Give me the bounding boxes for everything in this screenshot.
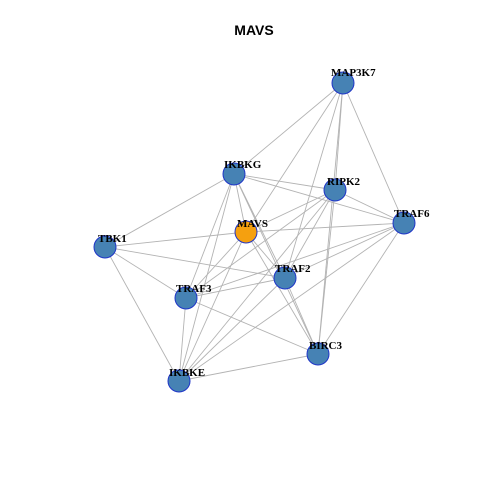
- node-circle-traf2: [273, 266, 297, 290]
- node-circle-mavs: [234, 220, 258, 244]
- edge-mavs-ikbke: [178, 231, 247, 382]
- edge-map3k7-birc3: [317, 82, 344, 355]
- edge-traf3-birc3: [185, 297, 319, 355]
- edge-ripk2-birc3: [317, 189, 336, 355]
- edge-map3k7-ikbkg: [233, 82, 344, 175]
- node-label-birc3: BIRC3: [309, 340, 343, 352]
- node-circle-ripk2: [323, 178, 347, 202]
- edge-ikbkg-traf6: [233, 173, 405, 224]
- edge-traf6-traf2: [284, 222, 405, 279]
- edge-ikbkg-ikbke: [178, 173, 235, 382]
- edge-traf3-ikbke: [178, 297, 187, 382]
- node-circle-traf6: [392, 211, 416, 235]
- edge-birc3-ikbke: [178, 353, 319, 382]
- edge-ripk2-traf6: [334, 189, 405, 224]
- node-label-traf2: TRAF2: [275, 263, 311, 275]
- edge-ikbkg-birc3: [233, 173, 319, 355]
- edge-traf6-mavs: [245, 222, 405, 233]
- edge-traf6-birc3: [317, 222, 405, 355]
- edge-ripk2-mavs: [245, 189, 336, 233]
- node-circle-birc3: [306, 342, 330, 366]
- edge-tbk1-traf3: [104, 246, 187, 299]
- node-traf3: TRAF3: [174, 283, 212, 310]
- node-circle-ikbke: [167, 369, 191, 393]
- edge-ripk2-traf3: [185, 189, 336, 299]
- edge-mavs-traf3: [185, 231, 247, 299]
- node-tbk1: TBK1: [93, 233, 127, 259]
- node-label-traf6: TRAF6: [394, 208, 430, 220]
- node-map3k7: MAP3K7: [331, 67, 376, 95]
- node-circle-ikbkg: [222, 162, 246, 186]
- node-mavs: MAVS: [234, 218, 268, 244]
- node-circle-tbk1: [93, 235, 117, 259]
- edge-map3k7-mavs: [245, 82, 344, 233]
- node-label-ripk2: RIPK2: [327, 176, 361, 188]
- node-label-tbk1: TBK1: [98, 233, 127, 245]
- node-circle-traf3: [174, 286, 198, 310]
- node-birc3: BIRC3: [306, 340, 343, 366]
- node-circle-map3k7: [331, 71, 355, 95]
- edge-ikbkg-ripk2: [233, 173, 336, 191]
- node-ikbke: IKBKE: [167, 367, 205, 393]
- edge-tbk1-ikbke: [104, 246, 180, 382]
- node-label-ikbkg: IKBKG: [224, 159, 262, 171]
- edge-ikbkg-tbk1: [104, 173, 235, 248]
- node-label-ikbke: IKBKE: [169, 367, 205, 379]
- node-ripk2: RIPK2: [323, 176, 361, 202]
- edge-ripk2-ikbke: [178, 189, 336, 382]
- node-ikbkg: IKBKG: [222, 159, 262, 186]
- node-label-traf3: TRAF3: [176, 283, 212, 295]
- node-traf6: TRAF6: [392, 208, 430, 235]
- node-traf2: TRAF2: [273, 263, 311, 290]
- edge-map3k7-traf2: [284, 82, 344, 279]
- diagram-title: MAVS: [234, 22, 273, 38]
- edge-traf6-traf3: [185, 222, 405, 299]
- edge-traf2-ikbke: [178, 277, 286, 382]
- edge-mavs-birc3: [245, 231, 319, 355]
- edge-traf2-traf3: [185, 277, 286, 299]
- edge-map3k7-traf6: [342, 82, 405, 224]
- node-label-map3k7: MAP3K7: [331, 67, 376, 79]
- edge-layer: [104, 82, 405, 382]
- edge-traf2-birc3: [284, 277, 319, 355]
- node-label-mavs: MAVS: [237, 218, 268, 230]
- edge-traf6-ikbke: [178, 222, 405, 382]
- edge-ripk2-traf2: [284, 189, 336, 279]
- edge-tbk1-traf2: [104, 246, 286, 279]
- edge-mavs-tbk1: [104, 231, 247, 248]
